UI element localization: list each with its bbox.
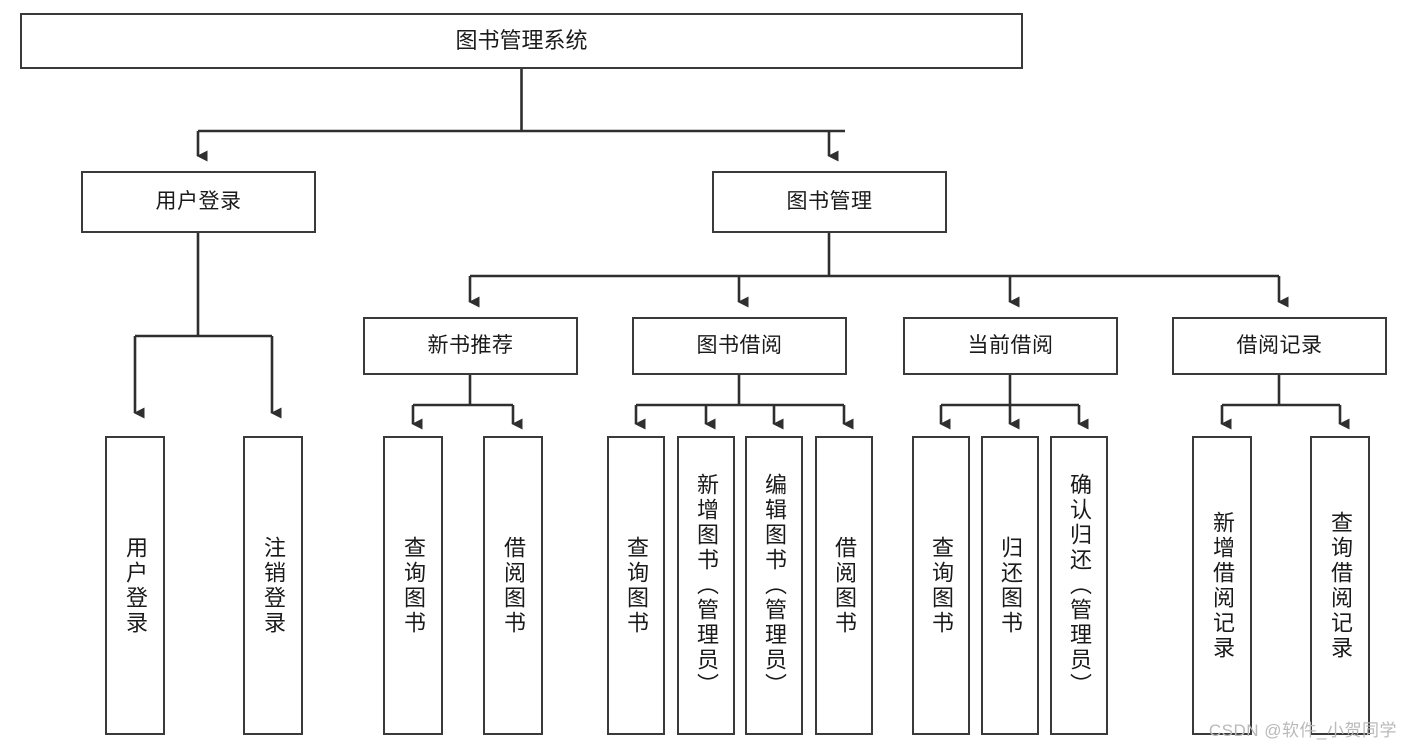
- node-label: 注销登录: [260, 535, 286, 636]
- node-label: 图书管理: [786, 189, 873, 213]
- node-current-borrow[interactable]: 当前借阅: [903, 317, 1118, 375]
- node-label: 借阅图书: [500, 535, 526, 636]
- node-book-borrow[interactable]: 图书借阅: [632, 317, 847, 375]
- node-label: 新书推荐: [427, 333, 514, 357]
- node-label: 确认归还（管理员）: [1066, 473, 1092, 698]
- node-label: 借阅记录: [1236, 333, 1323, 357]
- node-label: 新增图书（管理员）: [693, 473, 719, 698]
- leaf-user-login-signout[interactable]: 注销登录: [243, 436, 303, 735]
- node-label: 新增借阅记录: [1209, 510, 1235, 661]
- node-label: 用户登录: [155, 189, 242, 213]
- leaf-book-borrow-query[interactable]: 查询图书: [607, 436, 665, 735]
- leaf-book-borrow-add[interactable]: 新增图书（管理员）: [677, 436, 735, 735]
- leaf-current-borrow-query[interactable]: 查询图书: [912, 436, 970, 735]
- node-label: 当前借阅: [967, 333, 1054, 357]
- leaf-book-borrow-edit[interactable]: 编辑图书（管理员）: [745, 436, 803, 735]
- leaf-new-book-borrow[interactable]: 借阅图书: [483, 436, 543, 735]
- node-label: 查询图书: [400, 535, 426, 636]
- node-label: 查询图书: [928, 535, 954, 636]
- node-label: 用户登录: [122, 535, 148, 636]
- node-label: 图书借阅: [696, 333, 783, 357]
- leaf-borrow-record-query[interactable]: 查询借阅记录: [1310, 436, 1370, 735]
- watermark-text: CSDN @软件_小贺同学: [1208, 721, 1397, 740]
- leaf-new-book-query[interactable]: 查询图书: [383, 436, 443, 735]
- node-label: 查询图书: [623, 535, 649, 636]
- node-label: 借阅图书: [831, 535, 857, 636]
- node-borrow-record[interactable]: 借阅记录: [1172, 317, 1387, 375]
- leaf-borrow-record-add[interactable]: 新增借阅记录: [1192, 436, 1252, 735]
- node-label: 编辑图书（管理员）: [761, 473, 787, 698]
- node-root-system[interactable]: 图书管理系统: [20, 13, 1023, 69]
- leaf-current-borrow-return[interactable]: 归还图书: [981, 436, 1039, 735]
- node-new-book-recommend[interactable]: 新书推荐: [363, 317, 578, 375]
- node-label: 查询借阅记录: [1327, 510, 1353, 661]
- node-label: 归还图书: [997, 535, 1023, 636]
- leaf-user-login-signin[interactable]: 用户登录: [105, 436, 165, 735]
- leaf-current-borrow-confirm[interactable]: 确认归还（管理员）: [1050, 436, 1108, 735]
- node-label: 图书管理系统: [455, 28, 588, 54]
- node-book-management[interactable]: 图书管理: [712, 171, 947, 233]
- node-user-login[interactable]: 用户登录: [81, 171, 316, 233]
- leaf-book-borrow-lend[interactable]: 借阅图书: [815, 436, 873, 735]
